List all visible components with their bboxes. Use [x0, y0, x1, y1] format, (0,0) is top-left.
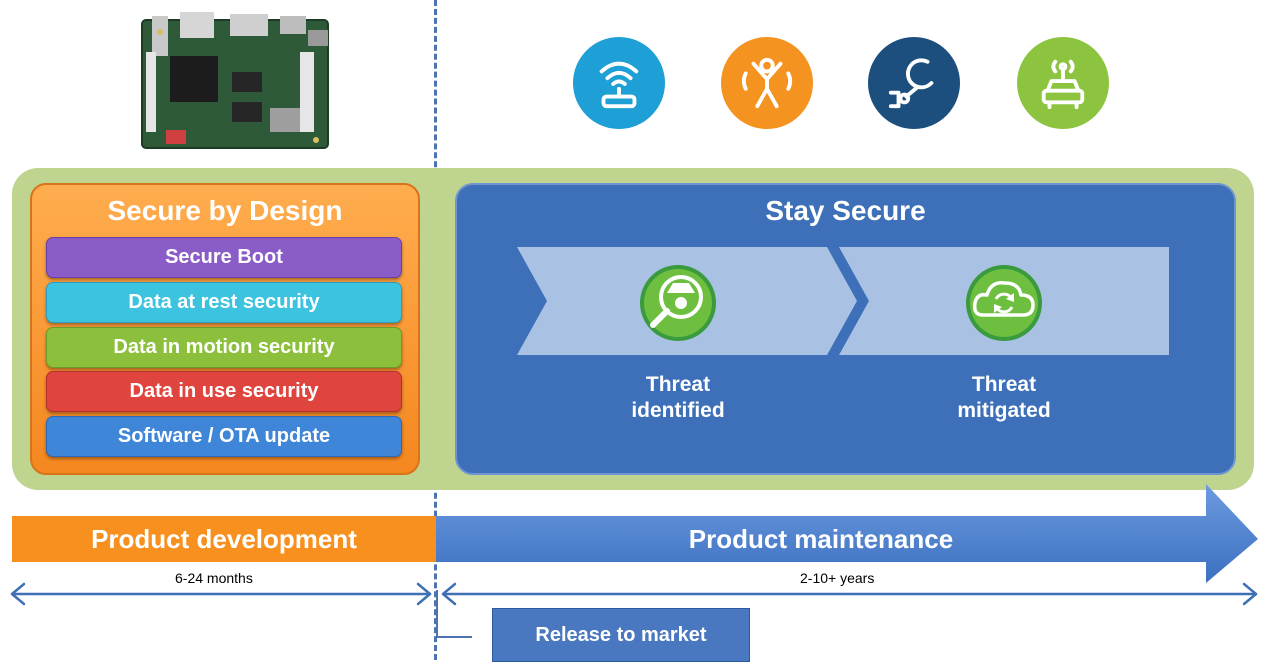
robot-arm-icon — [868, 37, 960, 129]
security-layer: Secure Boot — [46, 237, 402, 278]
development-duration-right-arrow — [416, 582, 432, 606]
stay-secure-process — [517, 247, 1169, 355]
security-layer: Data at rest security — [46, 282, 402, 323]
release-to-market-box: Release to market — [492, 608, 750, 662]
step-line-2: identified — [631, 399, 725, 422]
development-duration-left-arrow — [10, 582, 26, 606]
step-threat-identified-label: Threat identified — [578, 372, 778, 424]
person-signal-icon — [721, 37, 813, 129]
step-line-2: mitigated — [957, 399, 1051, 422]
threat-identified-icon — [640, 265, 716, 341]
security-layer: Data in motion security — [46, 327, 402, 368]
wifi-router-icon — [573, 37, 665, 129]
product-development-bar: Product development — [12, 516, 436, 562]
development-duration-label: 6-24 months — [175, 570, 253, 586]
step-line-1: Threat — [971, 373, 1037, 396]
step-line-1: Threat — [645, 373, 711, 396]
product-maintenance-arrow — [436, 484, 1258, 583]
duration-arrows — [10, 582, 1258, 606]
maintenance-duration-left-arrow — [441, 582, 457, 606]
embedded-board-image — [141, 12, 329, 149]
maintenance-duration-right-arrow — [1242, 582, 1258, 606]
security-layer: Data in use security — [46, 371, 402, 412]
connected-car-icon — [1017, 37, 1109, 129]
release-connector — [436, 590, 472, 638]
product-development-label: Product development — [91, 523, 357, 554]
security-layer: Software / OTA update — [46, 416, 402, 457]
maintenance-duration-label: 2-10+ years — [800, 570, 875, 586]
threat-mitigated-icon — [966, 265, 1042, 341]
release-to-market-label: Release to market — [535, 623, 707, 646]
step-threat-mitigated-label: Threat mitigated — [904, 372, 1104, 424]
secure-by-design-title: Secure by Design — [107, 195, 343, 226]
stay-secure-title: Stay Secure — [765, 195, 926, 226]
product-maintenance-label: Product maintenance — [688, 523, 954, 554]
